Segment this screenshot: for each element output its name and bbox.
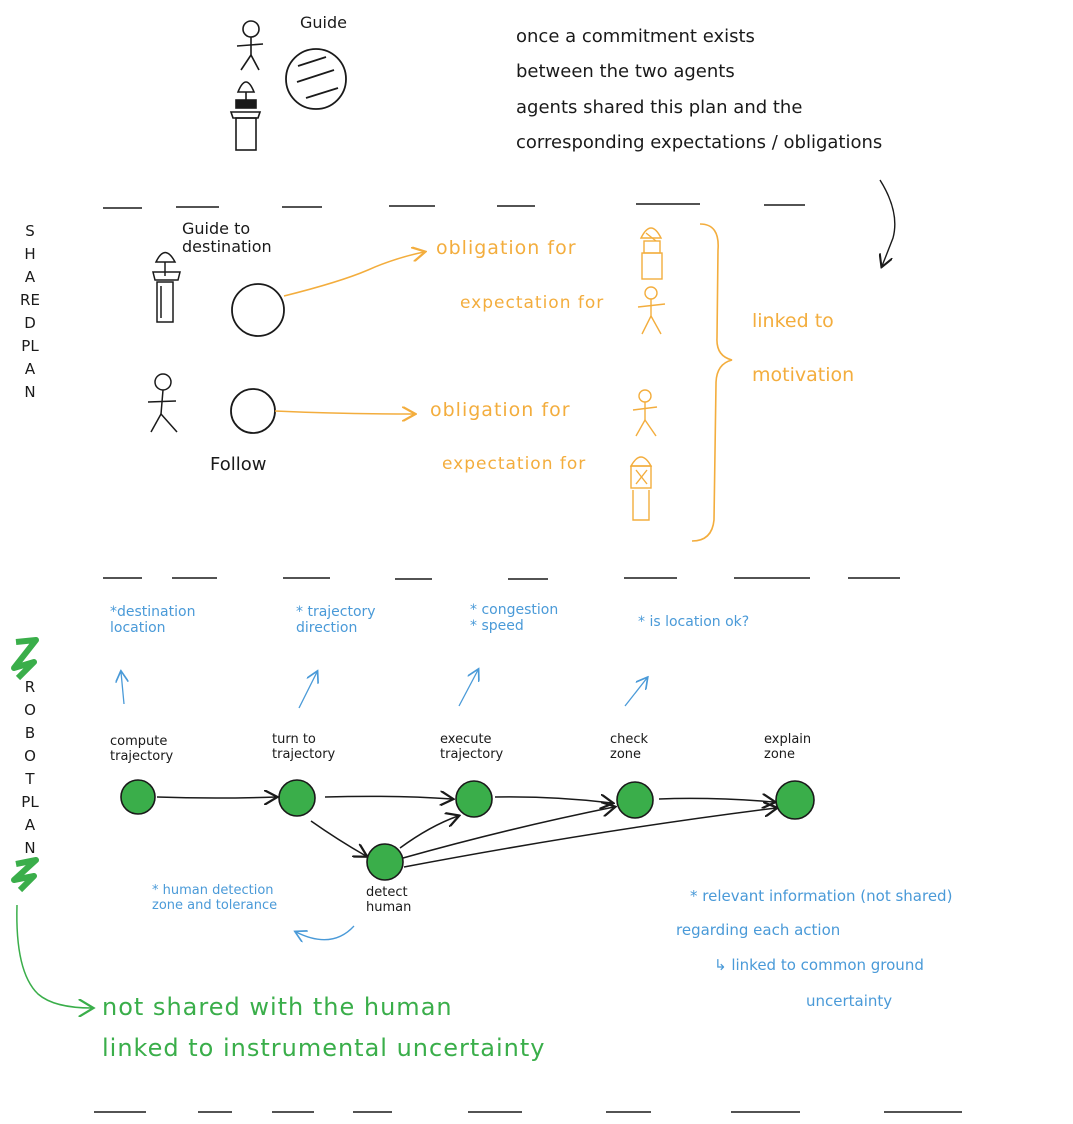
shared-robot-icon	[152, 251, 181, 323]
info-note-2: * trajectory direction	[296, 604, 376, 637]
action-nodes	[120, 779, 815, 881]
instrumental-note-line-1: not shared with the human	[102, 993, 453, 1021]
guide-task-circle-icon	[285, 48, 347, 110]
intro-robot-icon	[229, 81, 262, 151]
info-note-1: *destination location	[110, 604, 196, 637]
guide-obligation-text: obligation for	[436, 237, 577, 259]
robot-plan-mark-top	[11, 637, 39, 681]
node-turn-to-trajectory	[278, 779, 316, 817]
action-label-turn: turn to trajectory	[272, 732, 336, 762]
action-label-compute: compute trajectory	[110, 734, 174, 764]
edge-execute-check	[494, 797, 612, 803]
robot-plan-side-label: ROBOT PLAN	[21, 678, 39, 857]
detect-human-note: * human detection zone and tolerance	[152, 883, 278, 913]
info-note-4: * is location ok?	[638, 614, 750, 630]
expectation-robot-icon	[629, 456, 653, 521]
guide-expectation-text: expectation for	[460, 293, 605, 313]
detect-note-arrow	[296, 925, 355, 940]
action-label-execute: execute trajectory	[440, 732, 504, 762]
robot-plan-mark-bottom	[11, 857, 39, 893]
obligation-robot-icon	[639, 227, 663, 280]
guide-to-destination-circle-icon	[231, 283, 285, 337]
relevant-note-line-2: regarding each action	[676, 921, 841, 939]
intro-line-3: agents shared this plan and the	[516, 97, 803, 118]
detect-human-label: detect human	[366, 885, 412, 915]
relevant-note-line-4: uncertainty	[806, 992, 893, 1010]
info-note-3: * congestion * speed	[470, 602, 559, 635]
shared-plan-side-label: SHARED PLAN	[20, 222, 40, 401]
intro-line-4: corresponding expectations / obligations	[516, 132, 883, 153]
edge-turn-execute	[324, 796, 452, 799]
info-arrow-2	[298, 672, 317, 709]
edge-detect-explain	[403, 808, 776, 868]
shared-person-icon	[147, 373, 178, 433]
node-detect-human	[366, 843, 404, 881]
not-shared-arrow	[16, 904, 92, 1008]
follow-obligation-arrow	[274, 411, 414, 414]
expectation-person-icon	[637, 286, 666, 335]
edge-detect-check	[402, 807, 614, 859]
follow-expectation-text: expectation for	[442, 454, 587, 474]
action-label-check: check zone	[610, 732, 649, 762]
node-compute-trajectory	[120, 779, 156, 815]
edge-compute-turn	[156, 797, 276, 798]
obligation-person-icon	[632, 389, 658, 437]
motivation-brace	[691, 223, 733, 542]
intro-person-icon	[236, 20, 264, 71]
edge-turn-detect	[310, 820, 366, 856]
node-explain-zone	[775, 780, 815, 820]
follow-label: Follow	[210, 454, 267, 475]
follow-circle-icon	[230, 388, 276, 434]
intro-to-plan-arrow	[880, 179, 896, 266]
separator-middle	[103, 577, 900, 580]
instrumental-note-line-2: linked to instrumental uncertainty	[102, 1034, 546, 1062]
follow-obligation-text: obligation for	[430, 399, 571, 421]
info-arrow-3	[458, 670, 478, 707]
guide-label: Guide	[300, 13, 347, 32]
relevant-note-line-1: * relevant information (not shared)	[690, 887, 953, 905]
node-check-zone	[616, 781, 654, 819]
relevant-note-line-3: ↳ linked to common ground	[714, 956, 924, 974]
node-execute-trajectory	[455, 780, 493, 818]
guide-obligation-arrow	[283, 252, 424, 297]
edge-check-explain	[658, 798, 774, 802]
edge-detect-execute	[399, 816, 458, 849]
separator-top	[103, 203, 805, 209]
action-label-explain: explain zone	[764, 732, 812, 762]
info-arrow-1	[121, 672, 124, 705]
intro-line-2: between the two agents	[516, 61, 735, 82]
info-arrow-4	[624, 678, 647, 707]
intro-line-1: once a commitment exists	[516, 26, 755, 47]
guide-to-destination-label: Guide to destination	[182, 219, 272, 257]
motivation-note: linked to motivation	[752, 310, 855, 386]
plan-edges	[156, 796, 776, 868]
